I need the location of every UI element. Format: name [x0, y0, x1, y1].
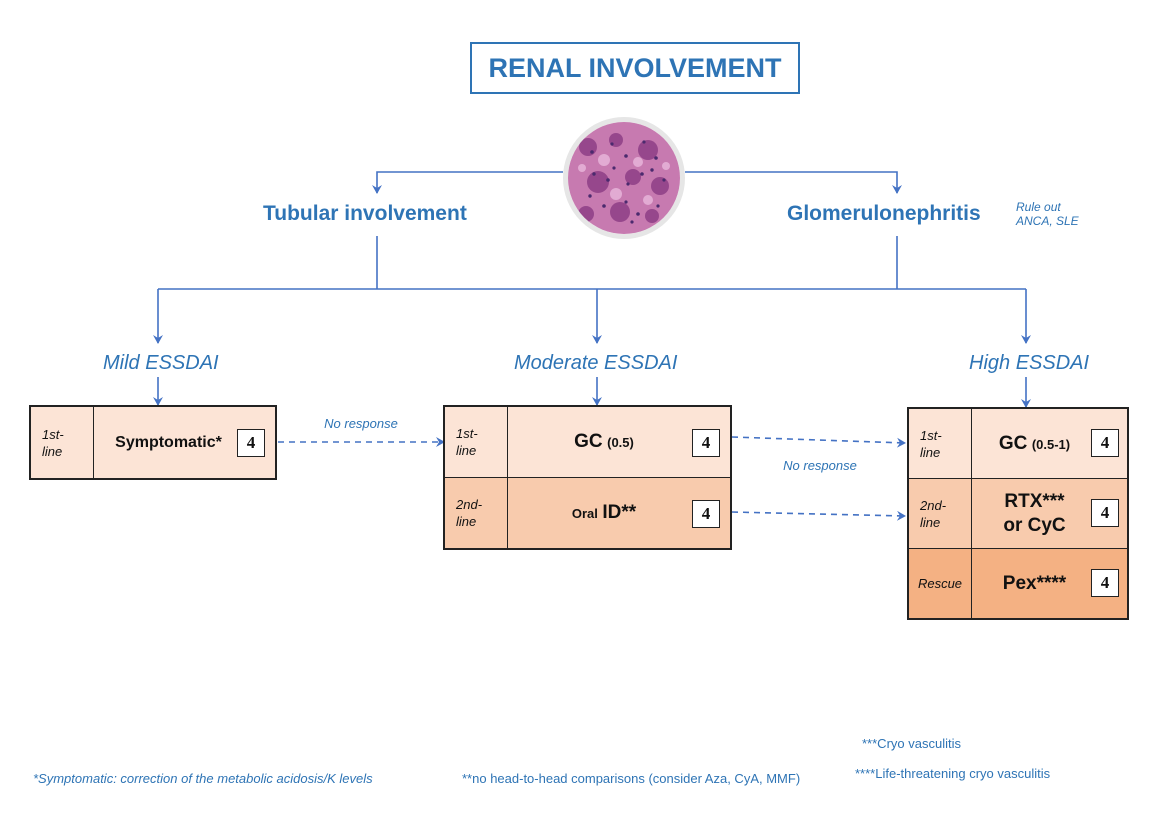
evidence-level-badge: 4	[692, 500, 720, 528]
treatment-cell: Pex**** 4	[972, 549, 1127, 618]
row-label: 2nd-line	[445, 478, 508, 548]
treatment-rtx: RTX***	[1004, 490, 1065, 512]
branch-tubular: Tubular involvement	[263, 202, 467, 225]
dashed-moderate-to-high-1	[731, 436, 906, 448]
treatment-gc: GC	[998, 432, 1028, 454]
treatment-cell: Oral ID** 4	[508, 478, 730, 548]
treatment-pex: Pex****	[1002, 572, 1067, 594]
treatment-id: ID**	[602, 502, 637, 523]
treatment-dose: (0.5-1)	[1031, 436, 1071, 452]
level-mild: Mild ESSDAI	[103, 352, 219, 374]
treatment-gc: GC	[574, 431, 603, 452]
high-second-line-row: 2nd-line RTX*** or CyC 4	[909, 479, 1127, 549]
row-label: Rescue	[909, 549, 972, 618]
evidence-level-badge: 4	[237, 429, 265, 457]
moderate-treatment-table: 1st-line GC (0.5) 4 2nd-line Oral ID** 4	[443, 405, 732, 550]
footnote-symptomatic: *Symptomatic: correction of the metaboli…	[33, 771, 373, 786]
mild-treatment-table: 1st-line Symptomatic* 4	[29, 405, 277, 480]
treatment-symptomatic: Symptomatic*	[115, 433, 222, 451]
treatment-cell: GC (0.5) 4	[508, 407, 730, 477]
moderate-second-line-row: 2nd-line Oral ID** 4	[445, 478, 730, 548]
rule-out-note: Rule out ANCA, SLE	[1016, 200, 1079, 228]
moderate-first-line-row: 1st-line GC (0.5) 4	[445, 407, 730, 478]
treatment-cell: GC (0.5-1) 4	[972, 409, 1127, 478]
branch-glomerulonephritis: Glomerulonephritis	[787, 202, 981, 225]
treatment-dose: (0.5)	[607, 435, 634, 450]
row-label: 2nd-line	[909, 479, 972, 548]
high-rescue-row: Rescue Pex**** 4	[909, 549, 1127, 618]
high-treatment-table: 1st-line GC (0.5-1) 4 2nd-line RTX*** or…	[907, 407, 1129, 620]
high-first-line-row: 1st-line GC (0.5-1) 4	[909, 409, 1127, 479]
row-label: 1st-line	[909, 409, 972, 478]
no-response-label-2: No response	[783, 458, 857, 473]
evidence-level-badge: 4	[692, 429, 720, 457]
diagram-title: RENAL INVOLVEMENT	[470, 42, 800, 94]
arrow-to-glomerulo	[685, 171, 902, 194]
dashed-moderate-to-high-2	[731, 510, 906, 521]
treatment-cell: Symptomatic* 4	[94, 407, 275, 478]
treatment-prefix: Oral	[571, 506, 598, 521]
row-label: 1st-line	[31, 407, 94, 478]
evidence-level-badge: 4	[1091, 499, 1119, 527]
footnote-life-threatening: ****Life-threatening cryo vasculitis	[855, 766, 1051, 781]
evidence-level-badge: 4	[1091, 569, 1119, 597]
evidence-level-badge: 4	[1091, 429, 1119, 457]
arrow-to-tubular	[372, 171, 563, 194]
treatment-cyc: or CyC	[1003, 514, 1066, 536]
level-high: High ESSDAI	[969, 352, 1090, 374]
row-label: 1st-line	[445, 407, 508, 477]
level-moderate: Moderate ESSDAI	[514, 352, 678, 374]
mild-first-line-row: 1st-line Symptomatic* 4	[31, 407, 275, 478]
treatment-cell: RTX*** or CyC 4	[972, 479, 1127, 548]
footnote-cryo-vasculitis: ***Cryo vasculitis	[862, 736, 961, 751]
footnote-no-head-to-head: **no head-to-head comparisons (consider …	[462, 771, 801, 786]
no-response-label-1: No response	[324, 416, 398, 431]
renal-biopsy-image	[563, 117, 685, 239]
